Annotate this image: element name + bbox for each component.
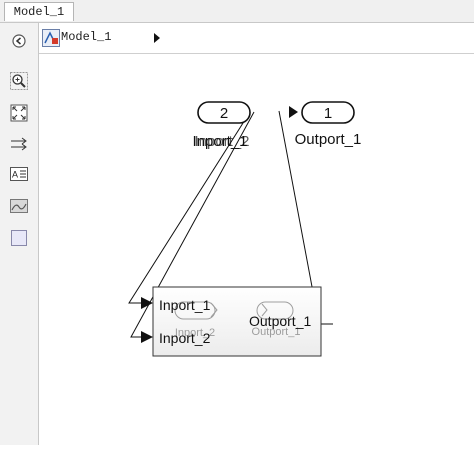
svg-text:A: A <box>12 170 18 180</box>
preview-inport-label: Inport_2 <box>175 327 215 339</box>
subsystem-port-in-1-label: Inport_1 <box>159 297 211 313</box>
subsystem-preview: Inport_2 Outport_1 <box>174 301 301 339</box>
route-lines-icon[interactable] <box>9 134 29 154</box>
outport-block[interactable]: 1 Outport_1 <box>289 101 362 148</box>
inport-label: Inport_1 <box>192 133 247 150</box>
inport-number: 2 <box>220 105 228 122</box>
inport-block[interactable]: 2 Inport_1 Inport_2 <box>192 101 251 150</box>
outport-number: 1 <box>324 105 332 122</box>
breadcrumb-model-name[interactable]: Model_1 <box>61 30 112 44</box>
signal-line-2[interactable] <box>130 111 255 338</box>
preview-outport-label: Outport_1 <box>252 326 301 338</box>
image-icon[interactable] <box>9 196 29 216</box>
model-icon[interactable] <box>42 29 60 47</box>
signal-line-1[interactable] <box>128 111 251 304</box>
diagram-svg: 2 Inport_1 Inport_2 1 Outport_1 <box>128 101 362 357</box>
left-toolbar: A <box>0 23 39 445</box>
zoom-icon[interactable] <box>9 71 29 91</box>
subsystem-input-port-2[interactable] <box>141 331 153 343</box>
tab-model[interactable]: Model_1 <box>4 2 74 21</box>
annotation-icon[interactable]: A <box>9 164 29 184</box>
tab-bar: Model_1 <box>0 0 474 23</box>
inport-overlap-label: Inport_2 <box>194 133 249 150</box>
fit-view-icon[interactable] <box>9 103 29 123</box>
subsystem-port-out-1-label: Outport_1 <box>249 313 311 329</box>
diagram-canvas[interactable]: 2 Inport_1 Inport_2 1 Outport_1 <box>39 54 474 445</box>
outport-label: Outport_1 <box>295 131 362 148</box>
back-icon[interactable] <box>9 31 29 51</box>
area-icon[interactable] <box>9 228 29 248</box>
breadcrumb: Model_1 <box>39 23 474 54</box>
subsystem-block[interactable]: Inport_2 Outport_1 Inport_1 Inport_2 Out… <box>141 286 322 357</box>
breadcrumb-arrow-icon[interactable] <box>153 31 161 49</box>
subsystem-port-in-2-label: Inport_2 <box>159 330 211 346</box>
subsystem-input-port-1[interactable] <box>141 297 153 309</box>
